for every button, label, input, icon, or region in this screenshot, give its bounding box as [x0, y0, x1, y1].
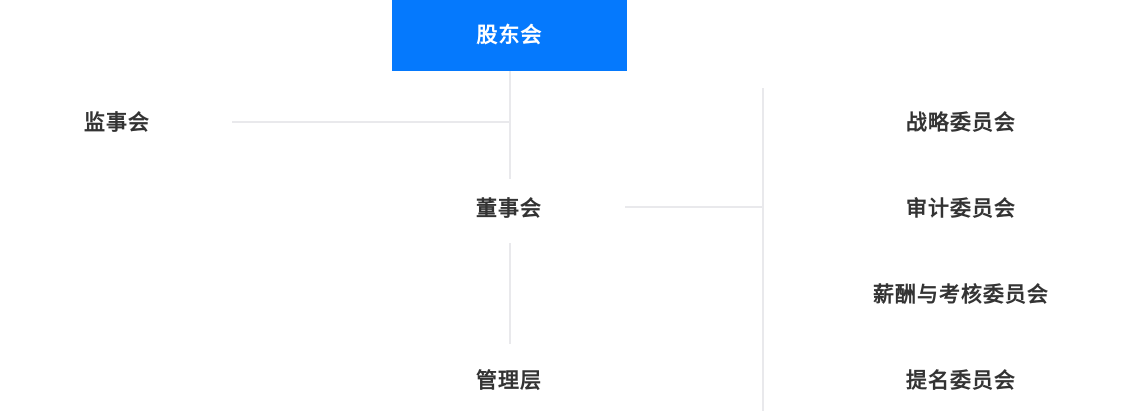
node-shareholders-meeting-label: 股东会 [476, 24, 543, 47]
connector-board-to-committees [625, 206, 764, 208]
node-strategy-committee[interactable]: 战略委员会 [906, 111, 1016, 135]
node-shareholders-meeting[interactable]: 股东会 [392, 0, 627, 71]
node-nomination-committee[interactable]: 提名委员会 [906, 369, 1016, 393]
node-audit-committee[interactable]: 审计委员会 [906, 197, 1016, 221]
node-management[interactable]: 管理层 [476, 369, 542, 393]
connector-shareholders-to-board [509, 71, 511, 179]
connector-committees-rail [762, 88, 764, 411]
node-supervisory-board[interactable]: 监事会 [84, 111, 150, 135]
connector-board-to-management [509, 243, 511, 344]
connector-to-supervisory-board [232, 121, 510, 123]
node-compensation-and-appraisal-committee[interactable]: 薪酬与考核委员会 [873, 283, 1049, 307]
node-board-of-directors[interactable]: 董事会 [476, 197, 542, 221]
